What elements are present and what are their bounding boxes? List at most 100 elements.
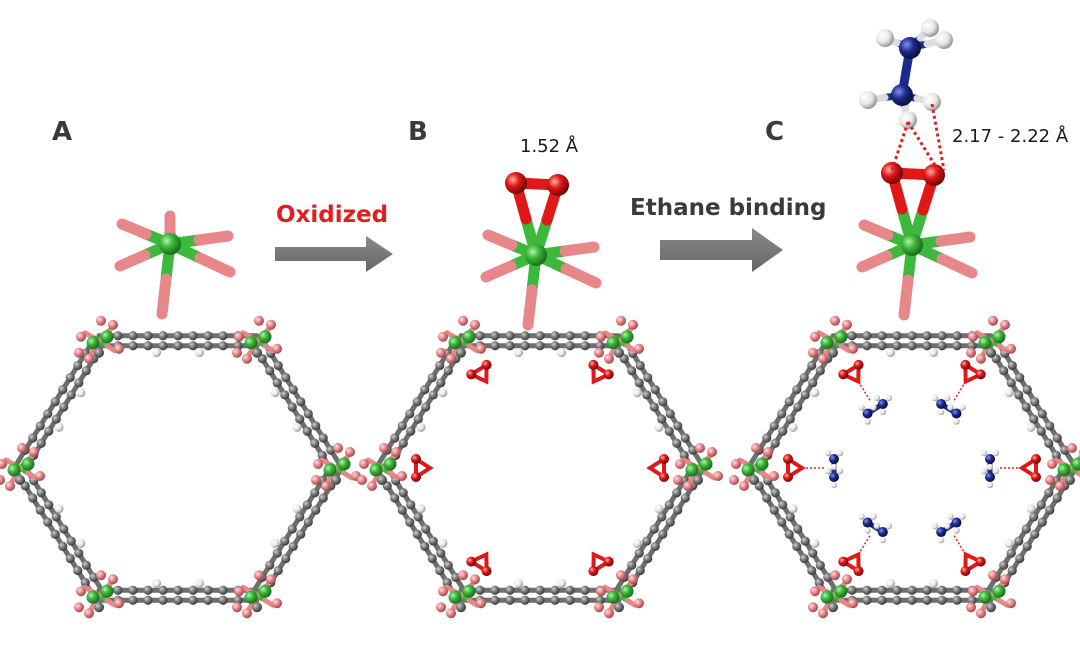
linker-carbon bbox=[505, 585, 515, 595]
linker-carbon bbox=[907, 585, 917, 595]
linker-carbon bbox=[627, 366, 637, 376]
linker-carbon bbox=[777, 409, 787, 419]
oxidized-arrow: Oxidized bbox=[275, 202, 393, 272]
linker-carbon bbox=[398, 488, 408, 498]
ethane-binding-label: Ethane binding bbox=[630, 195, 827, 221]
linker-carbon bbox=[535, 331, 545, 341]
node-oxygen bbox=[446, 353, 456, 364]
node-carbon bbox=[331, 475, 341, 485]
node-iron bbox=[820, 590, 834, 604]
node-oxygen bbox=[673, 475, 683, 485]
node-oxygen bbox=[397, 471, 407, 481]
node-carbon bbox=[15, 475, 25, 485]
ethane-h bbox=[873, 522, 881, 530]
linker-carbon bbox=[535, 341, 545, 351]
peroxo-o-atom bbox=[838, 369, 849, 380]
ethane-h bbox=[864, 527, 871, 534]
linker-carbon bbox=[815, 560, 825, 570]
node-iron bbox=[685, 463, 699, 477]
node-iron bbox=[620, 330, 634, 344]
bond-half bbox=[522, 284, 538, 331]
bond-half bbox=[466, 343, 480, 354]
ethane-c bbox=[951, 517, 962, 528]
linker-carbon bbox=[627, 560, 637, 570]
node-oxygen bbox=[458, 570, 468, 581]
linker-carbon bbox=[28, 433, 38, 443]
linker-hydrogen bbox=[810, 538, 820, 548]
ethane-c bbox=[862, 517, 873, 528]
linker-carbon bbox=[420, 385, 430, 395]
node-iron bbox=[100, 330, 114, 344]
ethane-c bbox=[877, 398, 888, 409]
linker-carbon bbox=[397, 421, 407, 431]
linker-hydrogen bbox=[416, 422, 426, 432]
node-oxygen bbox=[848, 343, 858, 354]
node-oxygen bbox=[810, 586, 820, 597]
bond-half bbox=[838, 343, 852, 354]
peroxo-o-atom bbox=[481, 359, 492, 370]
peroxo-triangle bbox=[591, 551, 613, 575]
peroxo-o-atom bbox=[547, 174, 569, 196]
linker-carbon bbox=[1044, 438, 1054, 448]
linker-carbon bbox=[892, 595, 902, 605]
node-oxygen bbox=[751, 443, 761, 453]
linker-carbon bbox=[1006, 378, 1016, 388]
contact-line bbox=[906, 121, 940, 171]
node-oxygen bbox=[628, 319, 638, 330]
peroxo-triangle bbox=[467, 361, 489, 385]
linker-carbon bbox=[877, 585, 887, 595]
ethane-h bbox=[947, 513, 954, 520]
linker-carbon bbox=[657, 512, 667, 522]
linker-carbon bbox=[664, 500, 674, 510]
ethane-h bbox=[836, 467, 844, 475]
framework-pore-a bbox=[0, 315, 361, 619]
node-iron bbox=[1071, 457, 1080, 471]
ethane-h bbox=[943, 394, 951, 402]
linker-carbon bbox=[158, 585, 168, 595]
linker-carbon bbox=[800, 536, 810, 546]
node-carbon bbox=[94, 347, 104, 358]
node-oxygen bbox=[438, 331, 448, 342]
node-iron bbox=[21, 457, 35, 471]
iron-atom bbox=[159, 233, 181, 255]
linker-carbon bbox=[650, 385, 660, 395]
ethane-h bbox=[980, 467, 988, 475]
peroxo-o-atom bbox=[881, 162, 903, 184]
node-iron bbox=[383, 457, 397, 471]
node-oxygen bbox=[84, 608, 94, 619]
linker-carbon bbox=[405, 409, 415, 419]
iron-atom bbox=[901, 234, 923, 256]
node-iron bbox=[462, 584, 476, 598]
node-carbon bbox=[252, 602, 262, 613]
peroxo-triangle bbox=[414, 455, 434, 481]
node-iron bbox=[86, 336, 100, 350]
ethane-c bbox=[877, 527, 888, 538]
linker-carbon bbox=[490, 341, 500, 351]
node-carbon bbox=[252, 347, 262, 358]
linker-carbon bbox=[287, 524, 297, 534]
bond-half bbox=[25, 470, 39, 481]
linker-carbon bbox=[505, 331, 515, 341]
linker-carbon bbox=[634, 548, 644, 558]
linker-hydrogen bbox=[270, 388, 280, 398]
ethane-h bbox=[879, 408, 887, 416]
node-oxygen bbox=[311, 475, 321, 485]
linker-carbon bbox=[658, 397, 668, 407]
linker-carbon bbox=[74, 378, 84, 388]
node-oxygen bbox=[108, 319, 118, 330]
linker-carbon bbox=[406, 426, 416, 436]
node-oxygen bbox=[976, 608, 986, 619]
node-oxygen bbox=[96, 570, 106, 581]
node-iron bbox=[978, 590, 992, 604]
node-oxygen bbox=[830, 315, 840, 326]
linker-hydrogen bbox=[788, 422, 798, 432]
node-iron bbox=[992, 330, 1006, 344]
linker-carbon bbox=[303, 409, 313, 419]
linker-carbon bbox=[173, 585, 183, 595]
node-oxygen bbox=[76, 331, 86, 342]
node-oxygen bbox=[232, 602, 242, 613]
node-oxygen bbox=[739, 481, 749, 491]
panel-label-c: C bbox=[765, 117, 784, 147]
node-oxygen bbox=[675, 459, 685, 469]
peroxo-o-atom bbox=[975, 369, 986, 380]
